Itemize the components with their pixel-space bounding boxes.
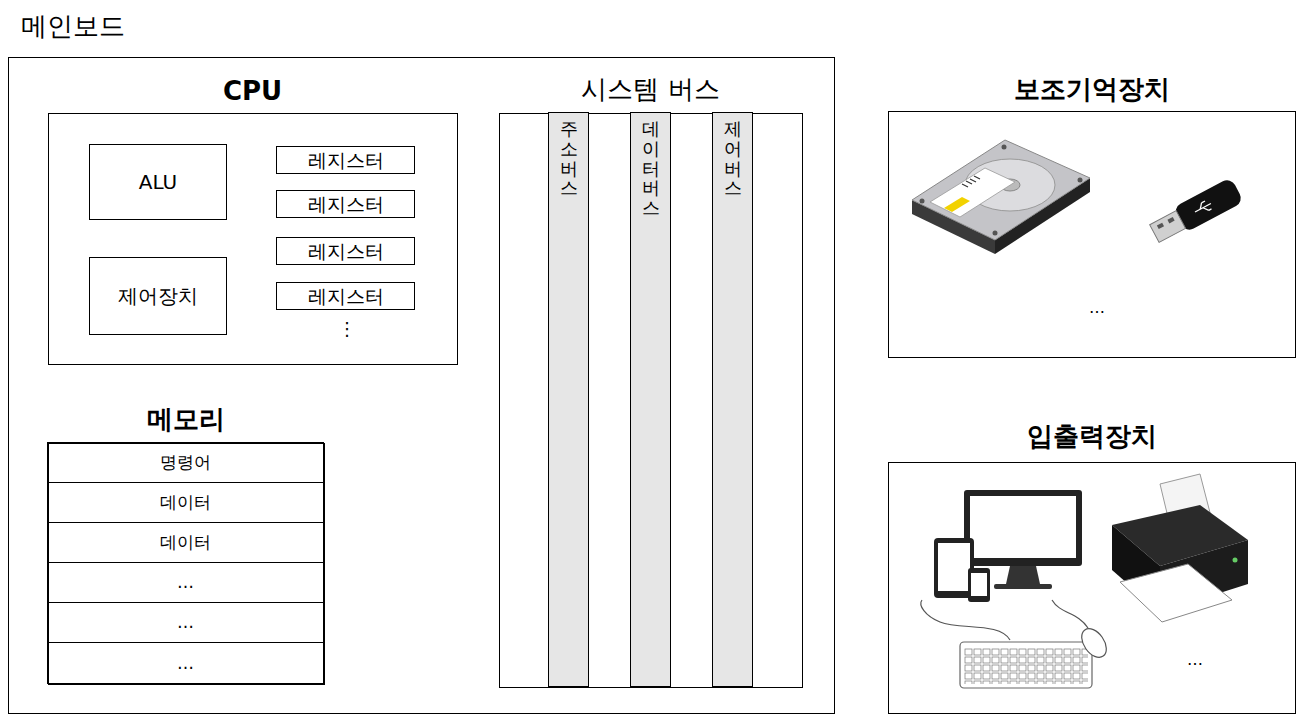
alu-box: ALU [89, 144, 227, 220]
box-label: 데이터 [160, 492, 211, 512]
register-box: 레지스터 [276, 282, 415, 310]
box-heading: CPU [49, 76, 457, 107]
box-label: ALU [139, 170, 177, 194]
mouse-illustration [1052, 600, 1111, 662]
memory-cell: 데이터 [47, 522, 324, 563]
box-label: … [177, 612, 194, 632]
box-heading: 입출력장치 [889, 421, 1295, 452]
keyboard-illustration [921, 600, 1092, 688]
address-bus-band: 주소버스 [548, 112, 589, 687]
register-box: 레지스터 [276, 146, 415, 174]
register-box: 레지스터 [276, 237, 415, 265]
usb-illustration [1148, 177, 1244, 246]
box-label: … [177, 572, 194, 592]
box-heading: 보조기억장치 [889, 74, 1295, 105]
cpu-box: CPUALU레지스터레지스터레지스터제어장치레지스터 [48, 113, 458, 365]
hdd-illustration [912, 140, 1090, 254]
memory-cell: … [47, 642, 324, 684]
ellipsis: ⋮ [337, 318, 357, 340]
box-label: 레지스터 [308, 149, 384, 172]
ellipsis: … [1180, 650, 1210, 669]
box-label: 제어버스 [724, 119, 742, 198]
box-label: … [177, 653, 194, 673]
box-label: 주소버스 [560, 119, 578, 198]
box-heading: 시스템 버스 [500, 74, 802, 105]
control-bus-band: 제어버스 [712, 112, 753, 687]
box-label: 제어장치 [118, 284, 198, 308]
phone-illustration [968, 568, 990, 602]
printer-illustration [1112, 474, 1248, 622]
ellipsis: … [1082, 298, 1112, 317]
box-label: 데이터 [160, 532, 211, 552]
mainboard-box: 메인보드CPUALU레지스터레지스터레지스터제어장치레지스터메모리명령어데이터데… [8, 57, 835, 714]
box-label: 레지스터 [308, 285, 384, 308]
memory-cell: … [47, 602, 324, 643]
data-bus-band: 데이터버스 [630, 112, 671, 687]
register-box: 레지스터 [276, 190, 415, 218]
box-label: 레지스터 [308, 240, 384, 263]
memory-cell: 명령어 [47, 442, 324, 483]
box-heading: 메모리 [49, 404, 324, 435]
memory-cell: … [47, 562, 324, 603]
box-label: 레지스터 [308, 193, 384, 216]
system-bus-box: 시스템 버스주소버스데이터버스제어버스 [499, 113, 803, 688]
box-label: 데이터버스 [642, 119, 660, 218]
io-device-box: 입출력장치 [888, 462, 1296, 714]
box-heading: 메인보드 [21, 11, 125, 42]
storage-box: 보조기억장치 [888, 111, 1296, 358]
memory-box: 메모리명령어데이터데이터……… [48, 443, 325, 685]
memory-cell: 데이터 [47, 482, 324, 523]
box-label: 명령어 [160, 452, 211, 472]
control-unit-box: 제어장치 [89, 257, 227, 335]
